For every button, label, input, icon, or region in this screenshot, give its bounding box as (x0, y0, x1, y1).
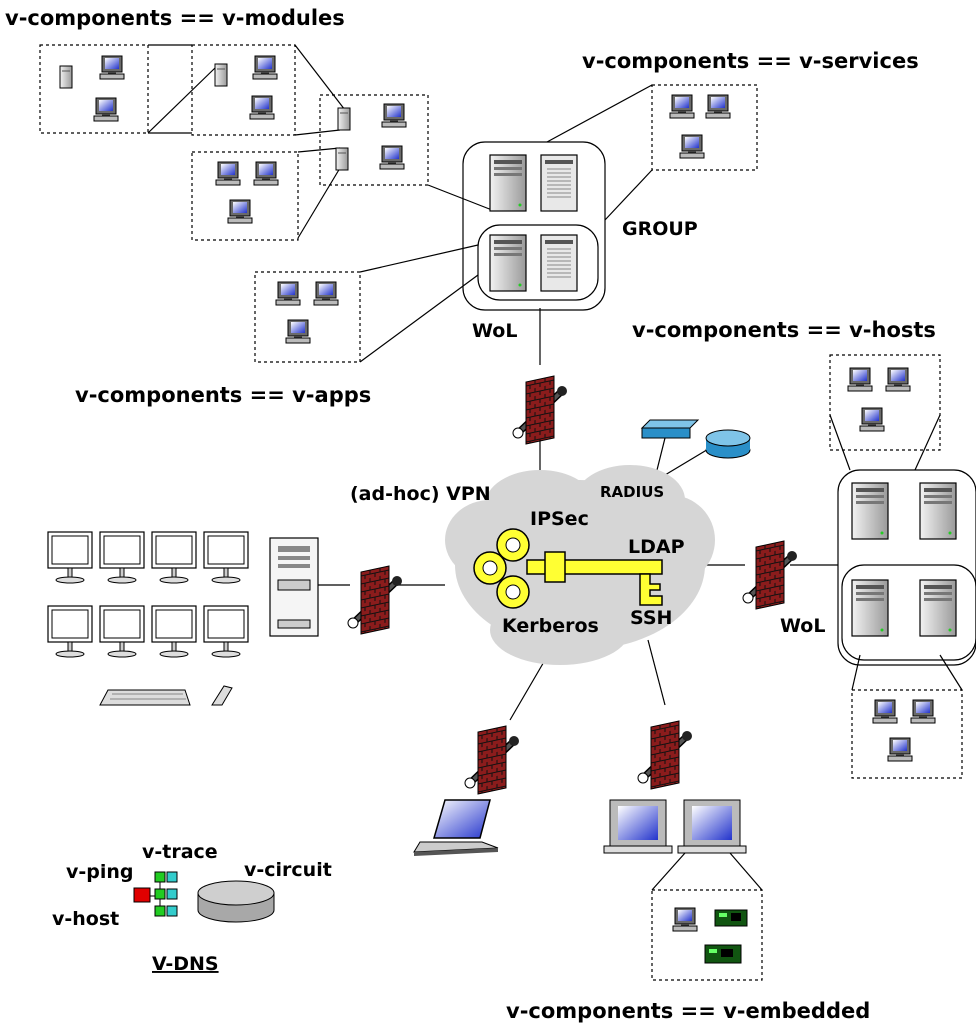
embedded-label: v-components == v-embedded (506, 999, 870, 1023)
services-group (651, 84, 758, 171)
firewall-icon-bottom-left (465, 726, 519, 794)
mouse-icon (211, 685, 233, 706)
wol-label-right: WoL (780, 615, 825, 637)
modules-label: v-components == v-modules (5, 6, 345, 30)
vdns-trace-label: v-trace (142, 841, 218, 863)
vdns-host-label: v-host (52, 908, 119, 930)
firewall-icon-right (743, 541, 797, 609)
apps-box (254, 271, 361, 363)
embedded-box (651, 889, 763, 981)
modules-box-3 (319, 94, 429, 186)
switch-icon (640, 419, 700, 439)
vdns-title: V-DNS (152, 953, 219, 975)
apps-label: v-components == v-apps (75, 383, 371, 407)
hosts-group (829, 354, 976, 779)
key-icon (473, 528, 663, 609)
modules-group (39, 44, 429, 241)
vdns-circuit-label: v-circuit (244, 859, 332, 881)
hosts-inner-box (841, 564, 976, 661)
group-outer-box (462, 141, 606, 311)
modules-box-2 (191, 44, 296, 136)
modules-box-4 (191, 151, 299, 241)
kerberos-label: Kerberos (502, 615, 599, 637)
vdns-ping-label: v-ping (66, 861, 134, 883)
workstation-cluster (47, 531, 319, 706)
hosts-box-bottom (851, 689, 963, 779)
hosts-box-top (829, 354, 941, 451)
firewall-icon-top (513, 376, 567, 444)
modules-box-1 (39, 44, 149, 134)
ipsec-label: IPSec (530, 508, 589, 530)
server-tower-icon (269, 537, 319, 637)
ssh-label: SSH (630, 607, 672, 629)
wol-label-top: WoL (472, 320, 517, 342)
hosts-label: v-components == v-hosts (632, 318, 936, 342)
vdns-host-icon (133, 887, 151, 903)
router-icon (705, 429, 751, 459)
radius-label: RADIUS (600, 483, 664, 501)
keyboard-icon (99, 689, 191, 706)
group-inner-box (477, 224, 599, 301)
apps-group (254, 271, 361, 363)
laptop-icon (413, 799, 499, 856)
vpn-label: (ad-hoc) VPN (350, 483, 491, 505)
embedded-desktops (603, 799, 747, 854)
firewall-icon-left (348, 566, 402, 634)
group-servers (462, 141, 606, 311)
group-label: GROUP (622, 218, 698, 240)
firewall-icon-bottom-right (638, 721, 692, 789)
services-box (651, 84, 758, 171)
vdns-diagram (133, 871, 275, 923)
vdns-circuit-icon (197, 880, 275, 923)
circuit-board-icon (704, 909, 748, 964)
embedded-group (651, 889, 763, 981)
ldap-label: LDAP (628, 536, 685, 558)
services-label: v-components == v-services (582, 49, 919, 73)
hosts-outer-box (837, 469, 976, 666)
